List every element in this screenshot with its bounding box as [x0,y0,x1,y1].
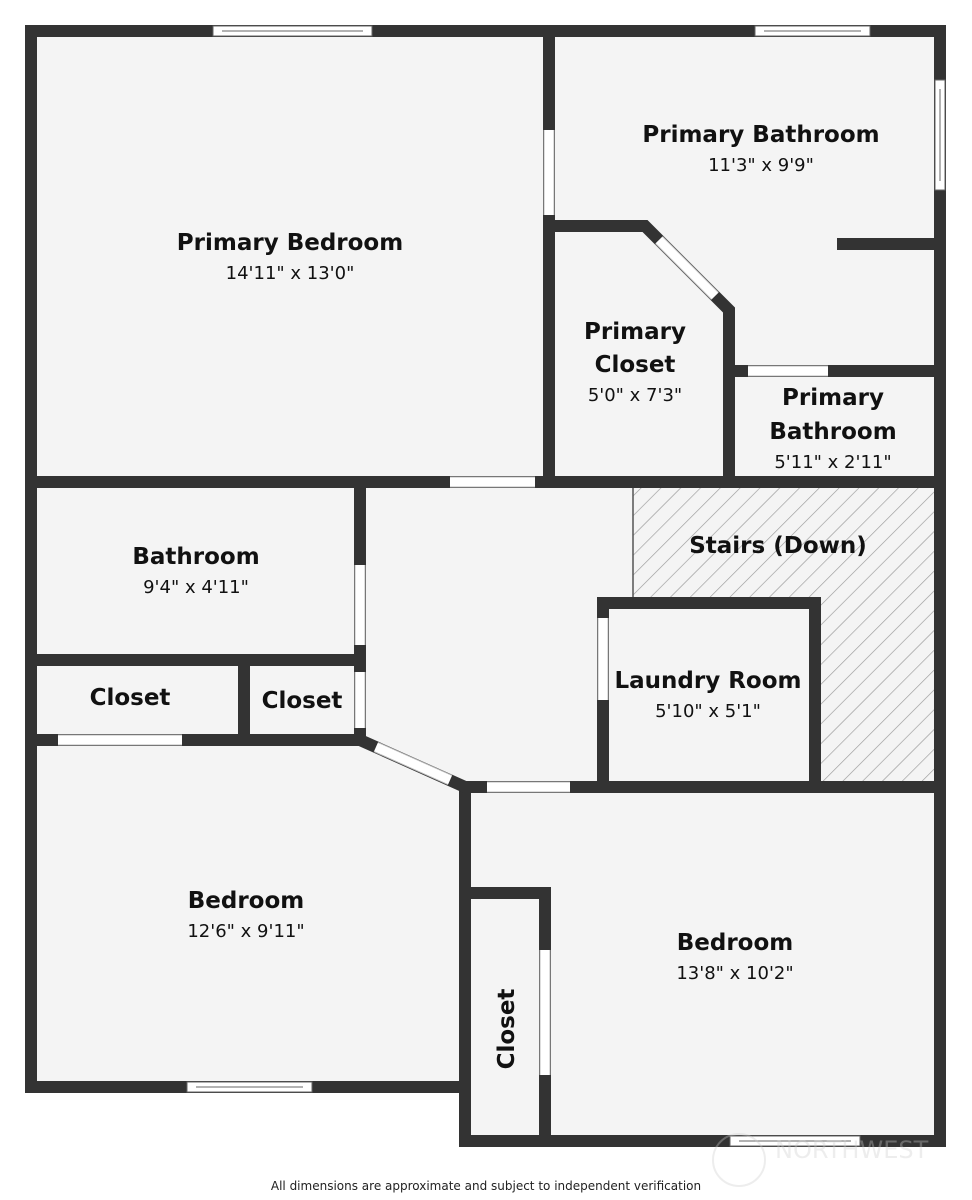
room-name: Bathroom [769,419,896,445]
windows [186,25,946,1147]
room-name: Primary Bathroom [642,122,879,148]
stairs-area [633,488,935,782]
room-name: Closet [90,685,171,711]
watermark-circle-icon [712,1133,766,1187]
room-name: Stairs (Down) [689,533,867,559]
room-name: Bathroom [132,544,259,570]
room-labels: Primary Bedroom 14'11" x 13'0" Primary B… [90,122,897,1069]
room-name: Primary [584,319,686,345]
room-name: Closet [494,989,520,1070]
room-dimensions: 5'0" x 7'3" [588,385,682,406]
room-dimensions: 12'6" x 9'11" [187,921,304,942]
outer-wall [25,25,946,1147]
disclaimer-footer: All dimensions are approximate and subje… [270,1179,702,1193]
room-dimensions: 13'8" x 10'2" [676,963,793,984]
floor-area [31,31,940,1141]
room-name: Bedroom [677,930,794,956]
room-name: Primary [782,385,884,411]
room-name: Bedroom [188,888,305,914]
room-name: Closet [595,352,676,378]
room-dimensions: 5'11" x 2'11" [774,452,891,473]
doors [58,130,828,1075]
room-dimensions: 14'11" x 13'0" [226,263,355,284]
room-dimensions: 9'4" x 4'11" [143,577,249,598]
door [655,236,719,300]
room-name: Closet [262,688,343,714]
room-dimensions: 5'10" x 5'1" [655,701,761,722]
room-name: Laundry Room [614,668,801,694]
watermark-text: NORTHWEST [775,1136,929,1164]
room-name: Primary Bedroom [177,230,403,256]
room-dimensions: 11'3" x 9'9" [708,155,814,176]
door [374,742,452,785]
watermark-logo: NORTHWEST [712,1133,929,1187]
